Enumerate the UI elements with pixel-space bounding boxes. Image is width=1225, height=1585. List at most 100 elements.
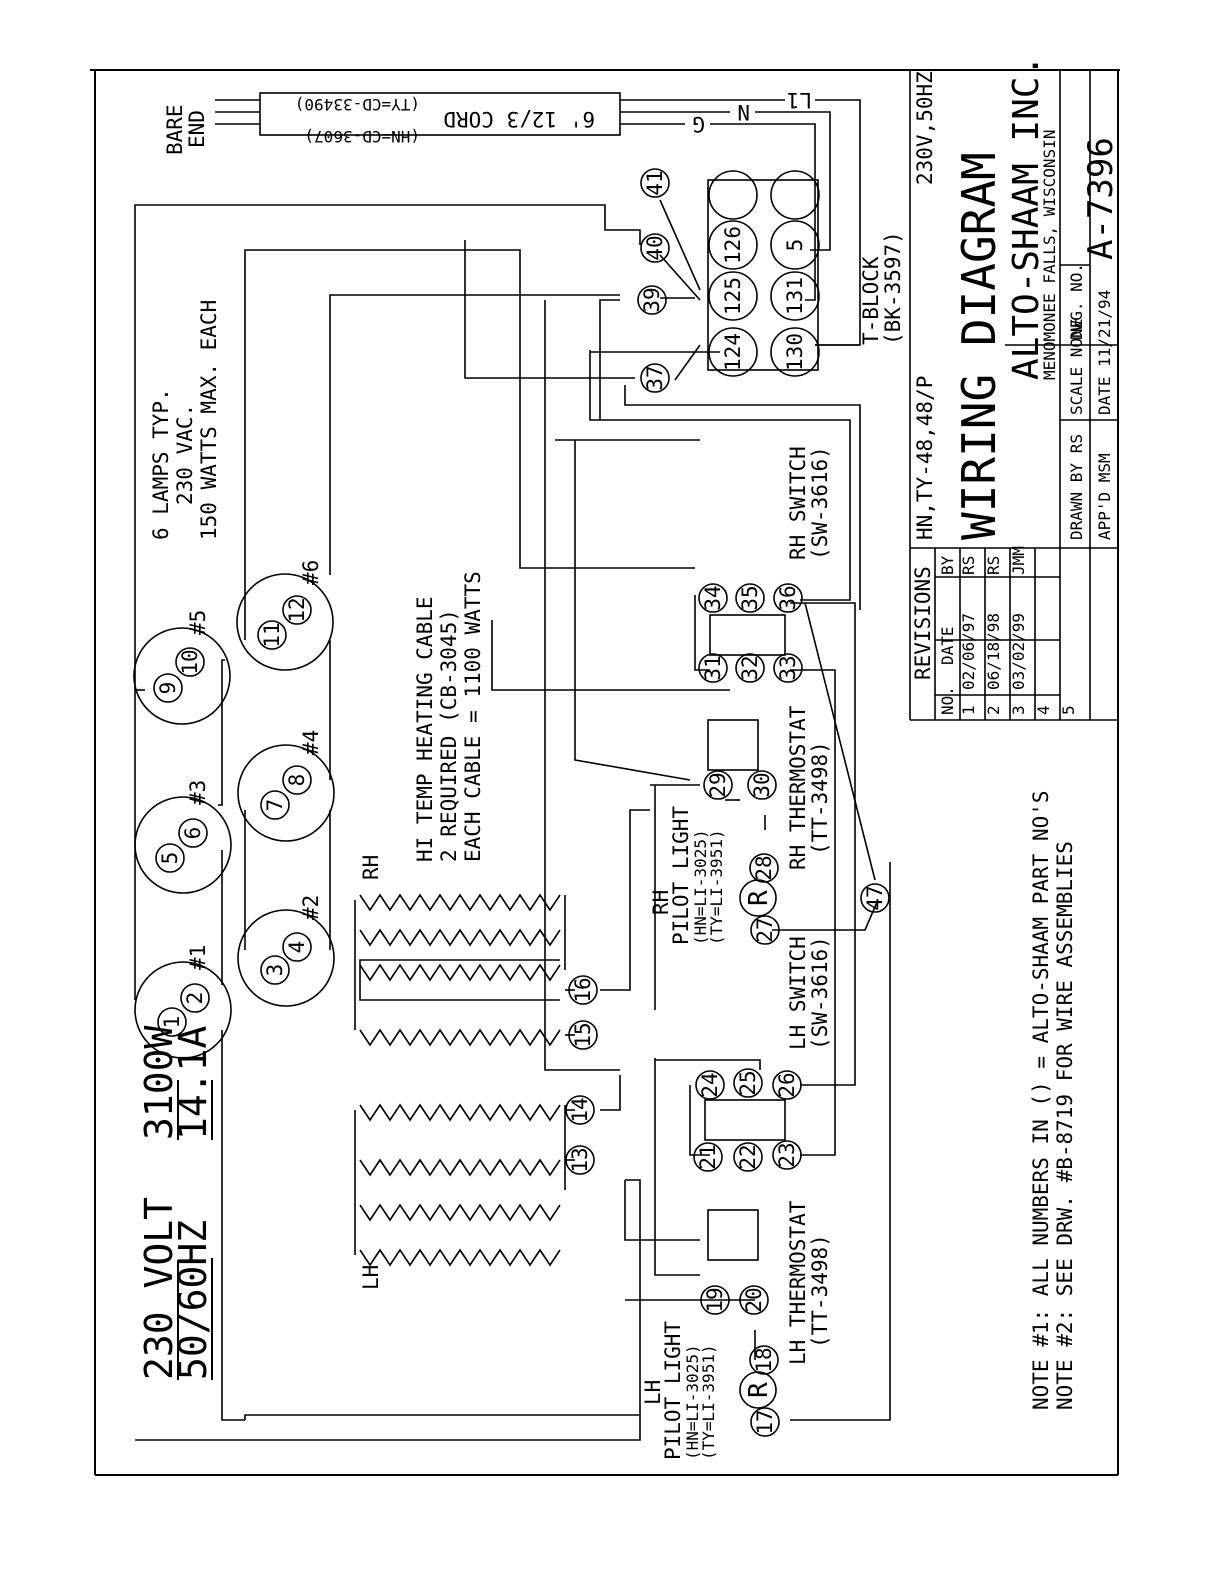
terminal-label-21: 21 [696,1144,720,1169]
terminal-47 [860,883,890,913]
terminal-label-131: 131 [783,277,807,315]
tblock-empty-position [770,170,820,220]
terminal-12 [282,595,312,625]
terminal-27 [750,915,780,945]
terminal-label-126: 126 [721,226,745,264]
terminal-36 [773,583,803,613]
rh-cable-label: RH [359,855,383,880]
terminal-30 [747,770,777,800]
terminal-1 [157,1007,187,1037]
terminal-3 [260,955,290,985]
revision-date: 02/06/97 [959,613,978,690]
terminal-24 [695,1070,725,1100]
terminal-label-5: 5 [783,239,807,252]
terminal-label-29: 29 [706,772,730,797]
terminal-label-27: 27 [753,917,777,942]
terminal-11 [257,620,287,650]
cord-label: 6' 12/3 CORD [443,107,595,131]
rating-label: 230V,50HZ [913,71,937,185]
terminal-label-9: 9 [156,682,180,695]
terminal-28 [749,853,779,883]
terminal-label-47: 47 [863,885,887,910]
tblock-label: T-BLOCK [859,256,883,345]
lh-pilot-line3: (HN=LI-3025) [683,1344,702,1460]
terminal-14 [565,1095,595,1125]
voltage-label: 230 VOLT [137,1197,181,1380]
terminal-label-41: 41 [643,170,667,195]
terminal-label-12: 12 [285,597,309,622]
terminal-6 [178,818,208,848]
terminal-19 [700,1285,730,1315]
terminal-label-15: 15 [571,1022,595,1047]
terminal-label-18: 18 [752,1347,776,1372]
terminal-label-5: 5 [158,852,182,865]
terminal-41 [640,168,670,198]
cable-note-2: 2 REQUIRED (CB-3045) [437,609,461,862]
lamp-socket [134,796,232,894]
cord-tap-l1: L1 [787,88,812,112]
terminal-8 [282,765,312,795]
terminal-label-28: 28 [752,855,776,880]
terminal-10 [175,647,205,677]
terminal-label-37: 37 [643,365,667,390]
cord-tap-n: N [737,100,750,124]
terminal-label-39: 39 [640,287,664,312]
note-2: NOTE #2: SEE DRW. #B-8719 FOR WIRE ASSEM… [1053,841,1077,1410]
lh-pilot-line1: LH [641,1380,665,1405]
drawn-by: DRAWN BY RS [1067,434,1086,540]
drawing-border [90,69,1120,1476]
terminal-label-30: 30 [750,772,774,797]
terminal-label-10: 10 [178,649,202,674]
tblock-part: (BK-3597) [881,231,905,345]
terminal-13 [565,1145,595,1175]
revision-no: 1 [959,705,978,715]
revision-by: RS [959,556,978,575]
pilot-light-lamp [739,1371,777,1409]
terminal-2 [180,983,210,1013]
lamp-label-2: #2 [299,895,323,920]
revision-by: RS [984,556,1003,575]
terminal-22 [733,1142,763,1172]
company-location: MENOMONEE FALLS, WISCONSIN [1040,130,1059,380]
terminal-label-32: 32 [738,655,762,680]
terminal-37 [640,363,670,393]
terminal-124 [708,327,758,377]
terminal-label-2: 2 [183,992,207,1005]
terminal-label-25: 25 [736,1070,760,1095]
bare-end-line1: BARE [163,104,187,155]
terminal-label-34: 34 [701,585,725,610]
cable-note-3: EACH CABLE = 1100 WATTS [461,571,485,862]
dwg-label: DWG. NO. [1067,263,1086,340]
lh-thermostat-part: (TT-3498) [808,1234,832,1348]
rotated-labels: 230 VOLT 50/60HZ 3100W 14.1A BARE END 6'… [137,55,1121,1460]
pilot-light-mark: R [744,1382,774,1398]
terminal-25 [733,1068,763,1098]
lh-switch-part: (SW-3616) [808,936,832,1050]
terminal-5 [770,220,820,270]
rev-header-by: BY [938,555,957,575]
cord-part-ty: (TY=CD-33490) [295,95,420,114]
revision-by: JMM [1009,546,1028,575]
terminal-5 [155,843,185,873]
drawing-date: DATE 11/21/94 [1095,290,1114,415]
terminal-32 [735,653,765,683]
terminal-label-11: 11 [260,622,284,647]
revision-no: 2 [984,705,1003,715]
terminal-21 [693,1142,723,1172]
lh-switch-label: LH SWITCH [786,936,810,1050]
lamp-label-1: #1 [186,945,210,970]
lamp-socket [237,744,335,842]
pilot-light-lamp [739,879,777,917]
terminal-39 [637,285,667,315]
terminal-label-31: 31 [701,655,725,680]
drawing-title: WIRING DIAGRAM [952,152,1006,540]
lamp-label-3: #3 [186,780,210,805]
terminal-7 [260,790,290,820]
terminal-label-8: 8 [285,774,309,787]
terminal-34 [698,583,728,613]
lamp-socket [133,627,231,725]
lamp-label-5: #5 [186,610,210,635]
company-name: ALTO-SHAAM INC. [1006,55,1047,380]
